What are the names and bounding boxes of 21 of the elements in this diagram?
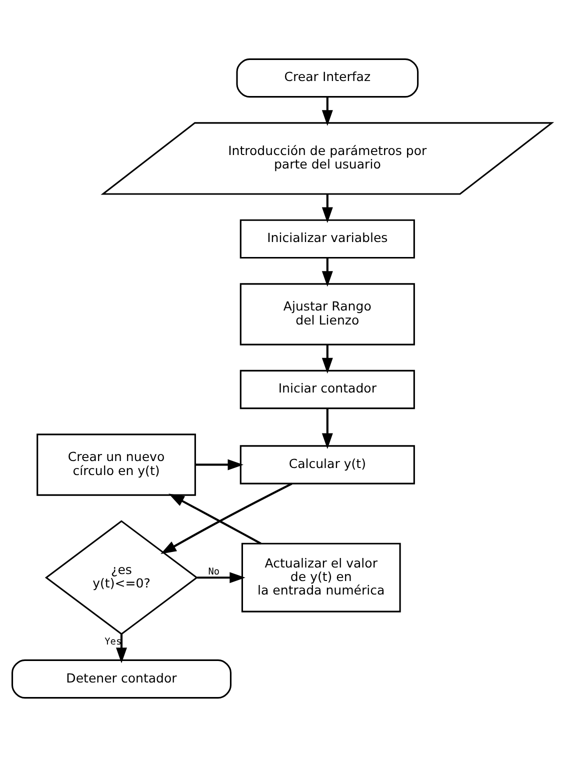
arrow: [168, 494, 262, 544]
edge-label: No: [208, 566, 220, 578]
arrow: [322, 258, 333, 287]
arrow: [116, 634, 127, 664]
arrow: [322, 96, 333, 126]
node-box: Inicializar variables: [240, 219, 415, 259]
arrow: [322, 344, 333, 374]
arrow: [197, 572, 246, 584]
edge-label: Yes: [104, 636, 122, 648]
node-box: Crear Interfaz: [236, 58, 419, 98]
node-diamond: ¿es y(t)<=0?: [44, 520, 198, 636]
arrow: [322, 408, 333, 449]
arrow: [160, 482, 292, 554]
arrow: [322, 194, 333, 223]
node-box: Crear un nuevo círculo en y(t): [36, 434, 196, 496]
node-box: Detener contador: [11, 659, 232, 699]
node-box: Actualizar el valor de y(t) en la entrada numérica: [241, 542, 401, 612]
node-box: Ajustar Rango del Lienzo: [240, 283, 415, 346]
node-box: Calcular y(t): [240, 445, 415, 484]
node-box: Iniciar contador: [240, 370, 415, 410]
arrow: [195, 459, 244, 470]
